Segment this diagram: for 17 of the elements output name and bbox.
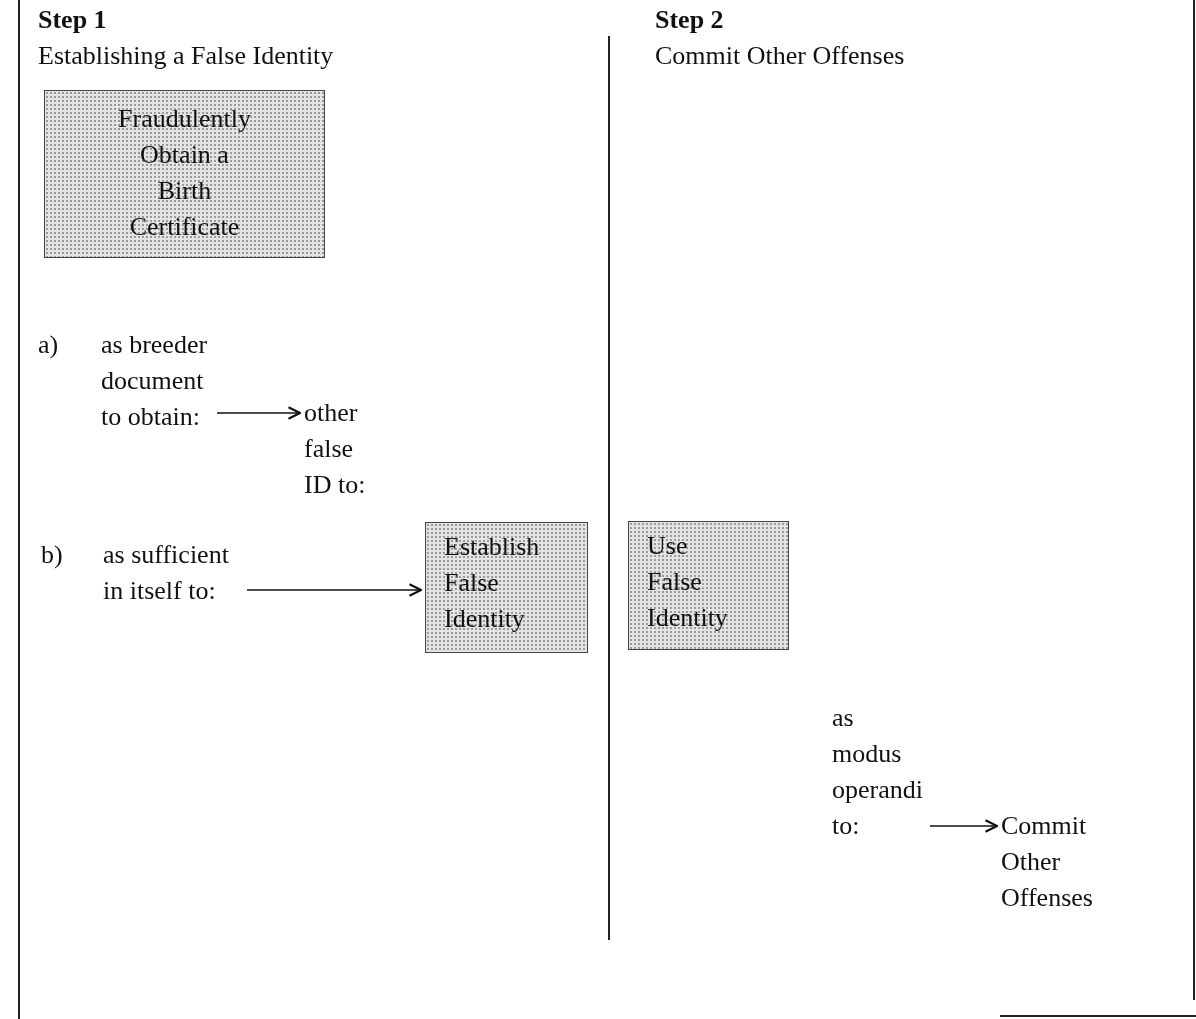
process-box: Use False Identity <box>628 521 789 650</box>
text-label: as modus operandi to: <box>832 700 926 844</box>
text-label: Commit Other Offenses <box>1001 808 1101 916</box>
step-title: Establishing a False Identity <box>38 40 334 72</box>
process-box: Fraudulently Obtain a Birth Certificate <box>44 90 325 258</box>
arrow <box>216 406 301 420</box>
arrow <box>929 819 998 833</box>
process-box: Establish False Identity <box>425 522 588 653</box>
arrow <box>246 583 422 597</box>
list-marker: b) <box>41 539 63 571</box>
list-marker: a) <box>38 329 59 361</box>
step-title: Commit Other Offenses <box>655 40 905 72</box>
step-heading: Step 2 <box>655 4 724 36</box>
text-label: other false ID to: <box>304 395 372 503</box>
text-label: as breeder document to obtain: <box>101 327 213 435</box>
text-label: as sufficient in itself to: <box>103 537 243 609</box>
step-heading: Step 1 <box>38 4 107 36</box>
